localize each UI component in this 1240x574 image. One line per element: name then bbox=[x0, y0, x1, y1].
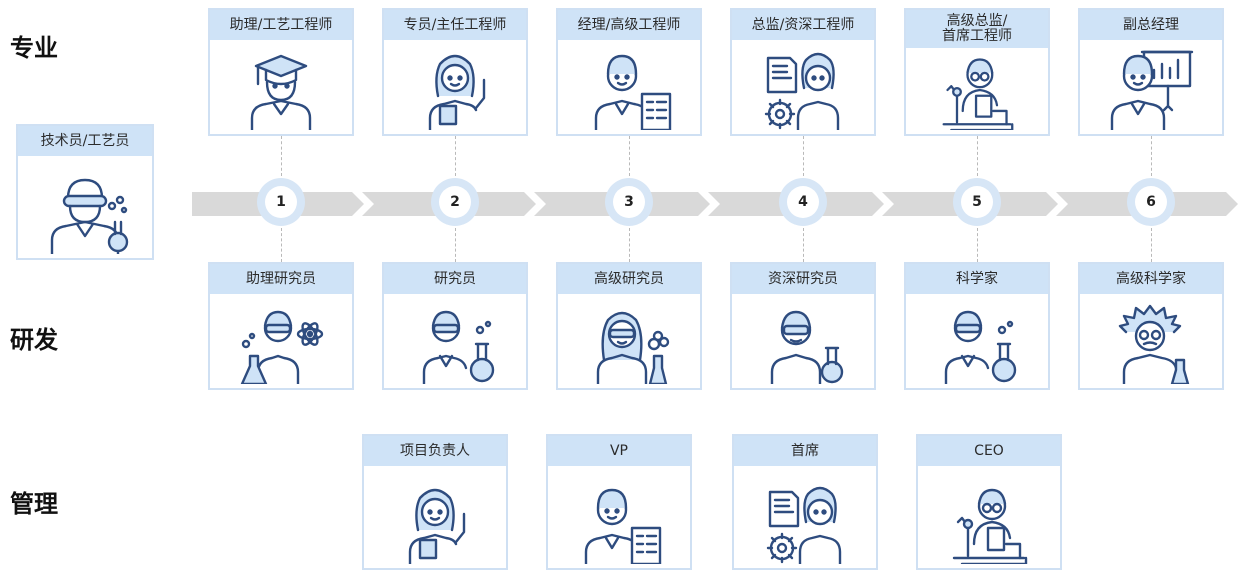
graduate-icon bbox=[210, 46, 352, 130]
research-card: 高级研究员 bbox=[556, 262, 702, 390]
professional-card: 助理/工艺工程师 bbox=[208, 8, 354, 136]
professional-card: 高级总监/ 首席工程师 bbox=[904, 8, 1050, 136]
step-marker: 5 bbox=[953, 178, 1001, 226]
step-number: 6 bbox=[1135, 186, 1167, 218]
professional-card: 总监/资深工程师 bbox=[730, 8, 876, 136]
step-marker: 6 bbox=[1127, 178, 1175, 226]
management-card: VP bbox=[546, 434, 692, 570]
dashed-connector bbox=[281, 228, 282, 262]
professional-card-title: 高级总监/ 首席工程师 bbox=[906, 10, 1048, 48]
dashed-connector bbox=[977, 228, 978, 262]
dashed-connector bbox=[803, 228, 804, 262]
step-number: 5 bbox=[961, 186, 993, 218]
presenter-board-icon bbox=[1080, 46, 1222, 130]
woman-waving-icon bbox=[364, 480, 506, 564]
step-number: 4 bbox=[787, 186, 819, 218]
step-marker: 1 bbox=[257, 178, 305, 226]
research-card-title: 助理研究员 bbox=[210, 264, 352, 294]
scientist-flask-icon bbox=[384, 300, 526, 384]
track-label-management: 管理 bbox=[10, 490, 58, 518]
entry-card-title: 技术员/工艺员 bbox=[18, 126, 152, 156]
research-card: 资深研究员 bbox=[730, 262, 876, 390]
professional-card: 专员/主任工程师 bbox=[382, 8, 528, 136]
professional-card: 副总经理 bbox=[1078, 8, 1224, 136]
step-marker: 2 bbox=[431, 178, 479, 226]
professional-card-title: 副总经理 bbox=[1080, 10, 1222, 40]
professional-card-title: 助理/工艺工程师 bbox=[210, 10, 352, 40]
research-card-title: 高级科学家 bbox=[1080, 264, 1222, 294]
step-marker: 4 bbox=[779, 178, 827, 226]
step-number: 2 bbox=[439, 186, 471, 218]
research-card: 科学家 bbox=[904, 262, 1050, 390]
scientist-beaker-icon bbox=[732, 300, 874, 384]
management-card-title: 项目负责人 bbox=[364, 436, 506, 466]
scientist-flask-icon bbox=[906, 300, 1048, 384]
management-card: CEO bbox=[916, 434, 1062, 570]
scientist-atom-icon bbox=[210, 300, 352, 384]
team-gear-icon bbox=[734, 480, 876, 564]
step-marker: 3 bbox=[605, 178, 653, 226]
research-card-title: 资深研究员 bbox=[732, 264, 874, 294]
management-card-title: CEO bbox=[918, 436, 1060, 466]
scientist-microscope-icon bbox=[918, 480, 1060, 564]
research-card: 研究员 bbox=[382, 262, 528, 390]
dashed-connector bbox=[629, 228, 630, 262]
scientist-microscope-icon bbox=[906, 50, 1048, 130]
professional-card-title: 总监/资深工程师 bbox=[732, 10, 874, 40]
dashed-connector bbox=[629, 136, 630, 176]
professional-card-title: 经理/高级工程师 bbox=[558, 10, 700, 40]
research-card-title: 高级研究员 bbox=[558, 264, 700, 294]
einstein-icon bbox=[1080, 300, 1222, 384]
management-card: 首席 bbox=[732, 434, 878, 570]
management-card-title: 首席 bbox=[734, 436, 876, 466]
team-gear-icon bbox=[732, 46, 874, 130]
step-number: 1 bbox=[265, 186, 297, 218]
research-card-title: 科学家 bbox=[906, 264, 1048, 294]
dashed-connector bbox=[1151, 228, 1152, 262]
man-document-icon bbox=[558, 46, 700, 130]
track-label-research: 研发 bbox=[10, 326, 58, 354]
management-card-title: VP bbox=[548, 436, 690, 466]
timeline-arrow bbox=[192, 192, 1238, 216]
dashed-connector bbox=[977, 136, 978, 176]
step-number: 3 bbox=[613, 186, 645, 218]
scientist-goggles-icon bbox=[18, 170, 152, 254]
dashed-connector bbox=[455, 136, 456, 176]
woman-scientist-flask-icon bbox=[558, 300, 700, 384]
research-card: 助理研究员 bbox=[208, 262, 354, 390]
dashed-connector bbox=[281, 136, 282, 176]
dashed-connector bbox=[803, 136, 804, 176]
professional-card: 经理/高级工程师 bbox=[556, 8, 702, 136]
dashed-connector bbox=[1151, 136, 1152, 176]
woman-waving-icon bbox=[384, 46, 526, 130]
man-document-icon bbox=[548, 480, 690, 564]
track-label-professional: 专业 bbox=[10, 34, 58, 62]
entry-card: 技术员/工艺员 bbox=[16, 124, 154, 260]
professional-card-title: 专员/主任工程师 bbox=[384, 10, 526, 40]
management-card: 项目负责人 bbox=[362, 434, 508, 570]
dashed-connector bbox=[455, 228, 456, 262]
research-card-title: 研究员 bbox=[384, 264, 526, 294]
research-card: 高级科学家 bbox=[1078, 262, 1224, 390]
